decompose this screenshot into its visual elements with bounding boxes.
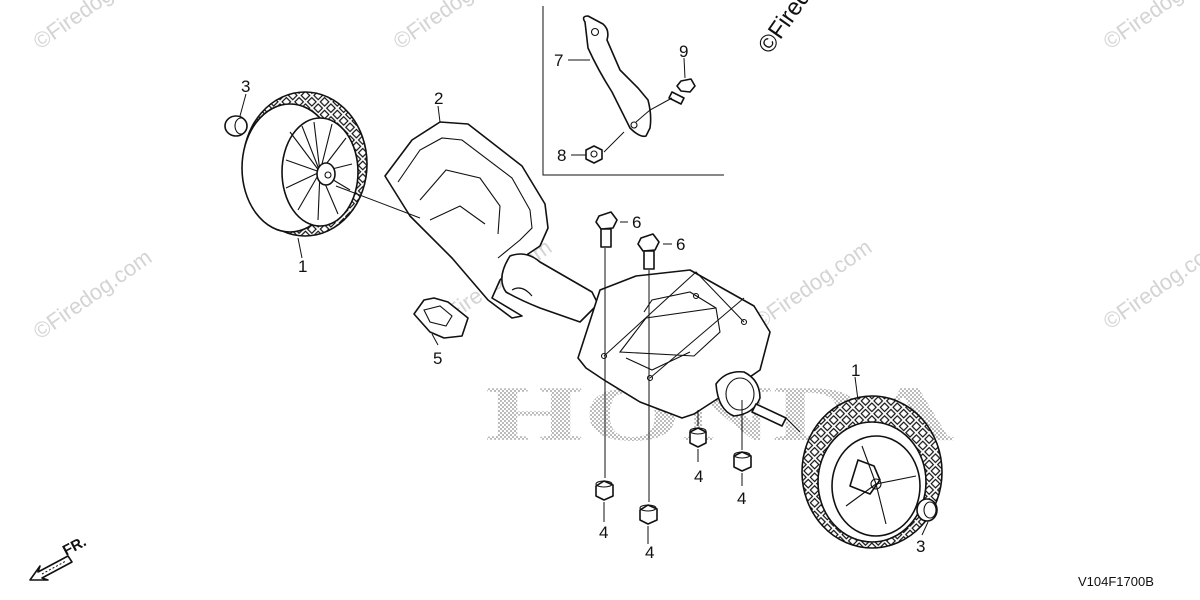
part-6-bolt-a[interactable] bbox=[595, 211, 618, 248]
watermark-text: ©Firedog.com bbox=[29, 244, 157, 344]
leader-lines bbox=[239, 57, 929, 544]
callout-6-b: 6 bbox=[676, 235, 685, 254]
callout-6-a: 6 bbox=[632, 213, 641, 232]
callout-1-left: 1 bbox=[298, 257, 307, 276]
callout-8: 8 bbox=[557, 146, 566, 165]
front-direction-arrow: FR. bbox=[29, 533, 89, 581]
part-7-bracket[interactable] bbox=[582, 15, 652, 138]
watermark-header: ©Firedog bbox=[753, 0, 832, 58]
watermark-text: ©Firedog.com bbox=[749, 234, 877, 334]
callout-2: 2 bbox=[434, 89, 443, 108]
callout-3-left: 3 bbox=[241, 77, 250, 96]
inset-frame bbox=[542, 6, 724, 176]
part-5-clip[interactable] bbox=[413, 297, 469, 339]
watermark-text: ©Firedog.com bbox=[389, 0, 517, 54]
part-9-bolt[interactable] bbox=[668, 78, 696, 105]
callout-4-a: 4 bbox=[599, 523, 608, 542]
callout-3-right: 3 bbox=[916, 537, 925, 556]
watermark-text: ©Firedog.com bbox=[29, 0, 157, 54]
part-4-nut-c[interactable] bbox=[689, 427, 707, 448]
front-label: FR. bbox=[60, 533, 89, 559]
callout-4-c: 4 bbox=[694, 467, 703, 486]
callout-1-right: 1 bbox=[851, 361, 860, 380]
part-3-left-cap[interactable] bbox=[224, 115, 248, 137]
callout-7: 7 bbox=[554, 51, 563, 70]
part-2-frame[interactable] bbox=[384, 121, 599, 323]
part-4-nut-a[interactable] bbox=[595, 480, 614, 501]
part-4-nut-b[interactable] bbox=[639, 504, 658, 525]
callout-4-b: 4 bbox=[645, 543, 654, 562]
part-4-nut-d[interactable] bbox=[733, 451, 752, 472]
part-8-nut[interactable] bbox=[585, 145, 603, 164]
watermark-text: ©Firedog.com bbox=[1099, 234, 1200, 334]
callout-labels: 1 1 2 3 3 4 4 4 4 5 6 6 7 8 9 bbox=[241, 42, 925, 562]
part-1-right-wheel[interactable] bbox=[801, 395, 943, 549]
part-1-left-wheel[interactable] bbox=[241, 91, 368, 237]
callout-9: 9 bbox=[679, 42, 688, 61]
part-6-bolt-b[interactable] bbox=[637, 233, 660, 270]
callout-4-d: 4 bbox=[737, 489, 746, 508]
part-deck-plate[interactable] bbox=[577, 269, 787, 427]
part-3-right-cap[interactable] bbox=[916, 498, 938, 522]
watermark-text: ©Firedog.com bbox=[1099, 0, 1200, 54]
diagram-code: V104F1700B bbox=[1078, 574, 1154, 589]
callout-5: 5 bbox=[433, 349, 442, 368]
arrow-left-icon bbox=[29, 555, 73, 581]
wheel-spokes bbox=[285, 121, 353, 221]
